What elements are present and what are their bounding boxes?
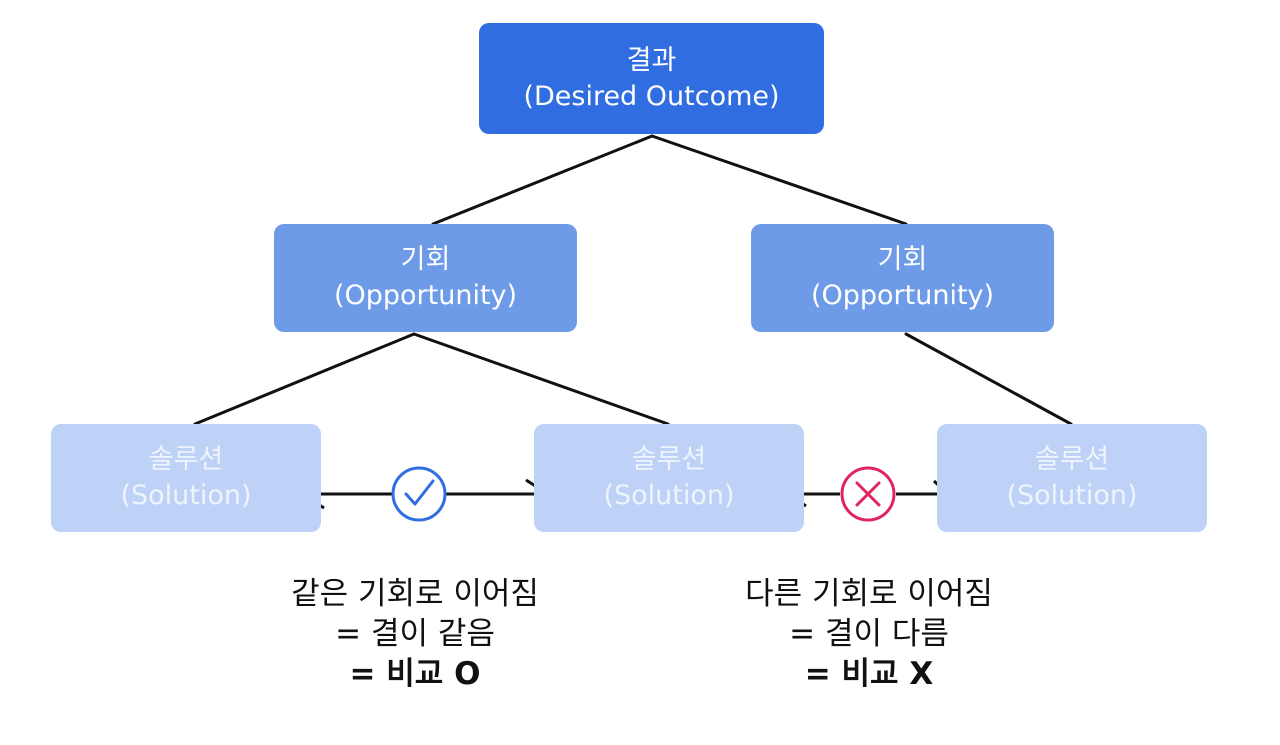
caption-same-opportunity: 같은 기회로 이어짐 = 결이 같음 = 비교 O: [235, 574, 595, 694]
caption-right-line-1: 다른 기회로 이어짐: [745, 576, 993, 612]
solution-node-1: 솔루션 (Solution): [51, 424, 321, 532]
opportunity-right-title: 기회: [877, 244, 928, 275]
desired-outcome-title: 결과: [626, 44, 677, 76]
check-circle-icon: [391, 466, 447, 522]
solution-3-title: 솔루션: [1034, 444, 1110, 475]
caption-left-line-3: = 비교 O: [349, 656, 481, 692]
desired-outcome-node: 결과 (Desired Outcome): [479, 23, 824, 134]
edge-outcome-opportunity-right: [650, 134, 908, 226]
opportunity-node-right: 기회 (Opportunity): [751, 224, 1054, 332]
edge-opportunity-right-solution-3: [904, 332, 1073, 426]
caption-left-line-2: = 결이 같음: [335, 616, 495, 652]
solution-1-title: 솔루션: [148, 444, 224, 475]
edge-opportunity-left-solution-1: [193, 332, 416, 426]
solution-2-title: 솔루션: [631, 444, 707, 475]
solution-2-subtitle: (Solution): [603, 480, 735, 511]
caption-right-line-3: = 비교 X: [804, 656, 934, 692]
opportunity-node-left: 기회 (Opportunity): [274, 224, 577, 332]
solution-node-2: 솔루션 (Solution): [534, 424, 804, 532]
opportunity-left-title: 기회: [400, 244, 451, 275]
edge-outcome-opportunity-left: [431, 134, 654, 226]
opportunity-left-subtitle: (Opportunity): [333, 280, 518, 311]
opportunity-right-subtitle: (Opportunity): [810, 280, 995, 311]
caption-different-opportunity: 다른 기회로 이어짐 = 결이 다름 = 비교 X: [689, 574, 1049, 694]
solution-1-subtitle: (Solution): [120, 480, 252, 511]
caption-right-line-2: = 결이 다름: [789, 616, 949, 652]
x-circle-icon: [840, 466, 896, 522]
solution-node-3: 솔루션 (Solution): [937, 424, 1207, 532]
desired-outcome-subtitle: (Desired Outcome): [523, 80, 780, 112]
caption-left-line-1: 같은 기회로 이어짐: [291, 576, 539, 612]
solution-3-subtitle: (Solution): [1006, 480, 1138, 511]
edge-opportunity-left-solution-2: [412, 332, 670, 426]
